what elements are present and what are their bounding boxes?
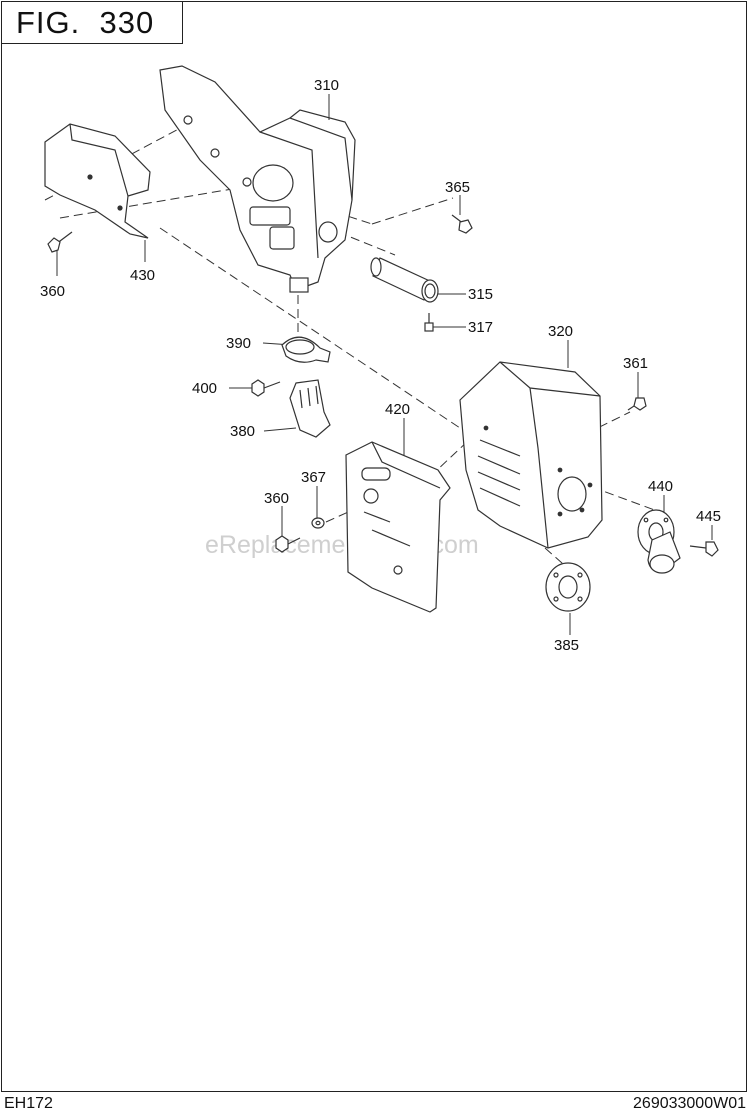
part-367-washer — [311, 517, 325, 529]
part-360-bolt-right — [275, 535, 301, 553]
part-361-bolt — [627, 397, 647, 411]
callout-445: 445 — [696, 508, 721, 525]
figure-title-box: FIG. 330 — [1, 1, 183, 44]
callout-360-right: 360 — [264, 490, 289, 507]
part-317-screw — [424, 313, 434, 332]
part-400-bolt — [251, 379, 281, 397]
part-445-bolt — [689, 541, 719, 557]
part-390-clamp — [281, 336, 331, 363]
part-430-heat-cover — [44, 123, 151, 239]
callout-400: 400 — [192, 380, 217, 397]
callout-390: 390 — [226, 335, 251, 352]
part-365-bolt — [451, 214, 473, 234]
part-360-bolt-left — [47, 231, 73, 253]
callout-380: 380 — [230, 423, 255, 440]
callout-320: 320 — [548, 323, 573, 340]
callout-315: 315 — [468, 286, 493, 303]
part-420-shield — [345, 441, 451, 613]
part-310-muffler-body — [159, 65, 356, 293]
callout-365: 365 — [445, 179, 470, 196]
callout-310: 310 — [314, 77, 339, 94]
callout-317: 317 — [468, 319, 493, 336]
callout-361: 361 — [623, 355, 648, 372]
footer-model: EH172 — [4, 1095, 53, 1112]
callout-360-left: 360 — [40, 283, 65, 300]
callout-430: 430 — [130, 267, 155, 284]
part-320-muffler-cover — [459, 361, 603, 549]
callout-440: 440 — [648, 478, 673, 495]
callout-367: 367 — [301, 469, 326, 486]
diagram-frame — [1, 1, 747, 1092]
part-315-pipe — [370, 257, 439, 303]
figure-title: FIG. 330 — [16, 5, 155, 40]
callout-labels: 310 365 430 360 315 317 320 390 361 400 … — [40, 77, 721, 654]
footer-doc-code: 269033000W01 — [633, 1095, 746, 1112]
callout-420: 420 — [385, 401, 410, 418]
part-385-gasket — [545, 562, 591, 612]
callout-385: 385 — [554, 637, 579, 654]
part-380-bracket — [289, 379, 331, 438]
part-440-tail-pipe — [637, 509, 681, 574]
